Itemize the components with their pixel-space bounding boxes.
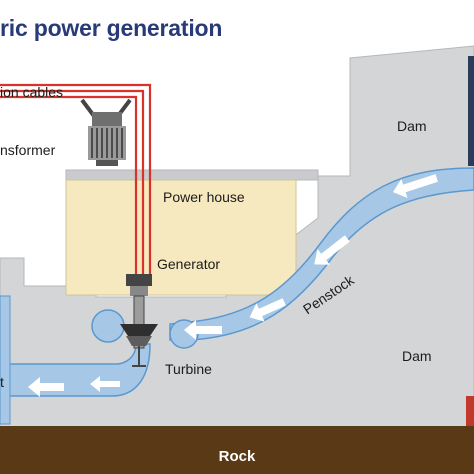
turbine-icon (120, 324, 158, 367)
transmission-cables (0, 83, 152, 282)
label-outflow: t (0, 374, 4, 390)
power-house-roof (65, 169, 319, 181)
label-generator: Generator (157, 256, 221, 272)
label-power-house: Power house (163, 189, 245, 205)
reservoir-edge-low (466, 396, 474, 426)
label-transformer: nsformer (0, 142, 56, 158)
label-turbine: Turbine (165, 361, 212, 377)
transformer-icon (80, 98, 132, 166)
label-dam-bottom: Dam (402, 348, 432, 364)
diagram-title: ric power generation (0, 15, 223, 41)
flow-arrows (28, 174, 438, 397)
reservoir-edge (468, 56, 474, 166)
power-house (65, 179, 297, 296)
label-rock: Rock (218, 448, 256, 465)
rock-base (0, 426, 474, 474)
label-transmission-cables: ion cables (0, 84, 64, 100)
tailwater (0, 295, 11, 425)
label-dam-top: Dam (397, 118, 427, 134)
